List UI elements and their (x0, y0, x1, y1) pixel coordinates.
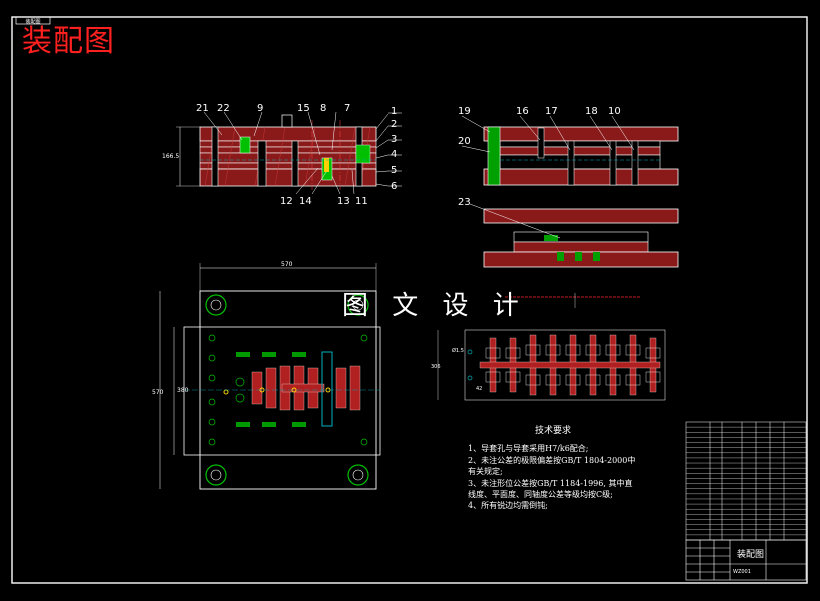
part-number: 3 (391, 134, 397, 145)
tech-req-title: 技术要求 (534, 426, 571, 436)
part-number: 13 (337, 196, 350, 207)
dim-height-plan: 570 (152, 389, 164, 396)
part-number: 4 (391, 149, 397, 160)
title-block-code: WZ001 (733, 569, 751, 575)
part-number: 16 (516, 106, 529, 117)
part-number: 10 (608, 106, 621, 117)
technical-requirements: 技术要求 1、导套孔与导套采用H7/k6配合; 2、未注公差的极限偏差按GB/T… (468, 426, 638, 512)
part-number: 5 (391, 165, 397, 176)
part-number: 23 (458, 197, 471, 208)
part-number: 6 (391, 181, 397, 192)
parts-list-rows (686, 426, 806, 536)
part-number: 2 (391, 119, 397, 130)
dim-inner-plan: 380 (177, 387, 189, 394)
page-title: 装配图 (22, 24, 115, 59)
title-block (685, 539, 807, 581)
part-number: 12 (280, 196, 293, 207)
part-number: 15 (297, 103, 310, 114)
part-number: 14 (299, 196, 312, 207)
dim-width-top: 570 (281, 261, 293, 268)
green-insert-left (239, 136, 251, 154)
drawing-frame (11, 16, 808, 584)
part-number: 18 (585, 106, 598, 117)
part-number: 17 (545, 106, 558, 117)
dim-strip-diameter: Ø1.5 (452, 347, 464, 354)
tech-req-line: 2、未注公差的极限偏差按GB/T 1804-2000中 (468, 455, 636, 465)
part-number: 20 (458, 136, 471, 147)
tech-req-line: 4、所有锐边均需倒钝; (468, 501, 548, 511)
watermark-text: 图 文 设 计 (342, 291, 527, 321)
side-section-view: 19 20 16 17 18 10 (458, 106, 679, 186)
part-number: 21 (196, 103, 209, 114)
corner-tab-text: 装配图 (25, 18, 40, 25)
dim-strip-pitch: 42 (476, 386, 482, 392)
front-section-view: 166.5 21 22 9 15 8 7 1 2 3 4 5 6 12 1 (162, 103, 402, 207)
tech-req-line: 有关规定; (468, 467, 503, 477)
top-boss (281, 114, 293, 128)
lower-die-view: 23 (458, 197, 679, 268)
parts-list-table (685, 421, 807, 541)
part-number: 22 (217, 103, 230, 114)
part-number: 9 (257, 103, 263, 114)
part-number: 19 (458, 106, 471, 117)
plan-view: 570 570 380 (152, 261, 381, 490)
part-number: 7 (344, 103, 350, 114)
part-number: 1 (391, 106, 397, 117)
dim-strip-height: 306 (431, 364, 441, 370)
dim-height-left: 166.5 (162, 153, 179, 160)
tech-req-line: 1、导套孔与导套采用H7/k6配合; (468, 444, 589, 454)
corner-tab (15, 16, 51, 25)
strip-layout: 306 Ø1.5 42 (431, 293, 666, 401)
tech-req-line: 3、未注形位公差按GB/T 1184-1996, 其中直 (468, 478, 633, 488)
guide-post-green (487, 126, 501, 186)
tech-req-line: 线度、平面度、同轴度公差等级均按C级; (468, 490, 613, 500)
part-number: 11 (355, 196, 368, 207)
part-number: 8 (320, 103, 326, 114)
title-block-name: 装配图 (737, 550, 765, 560)
